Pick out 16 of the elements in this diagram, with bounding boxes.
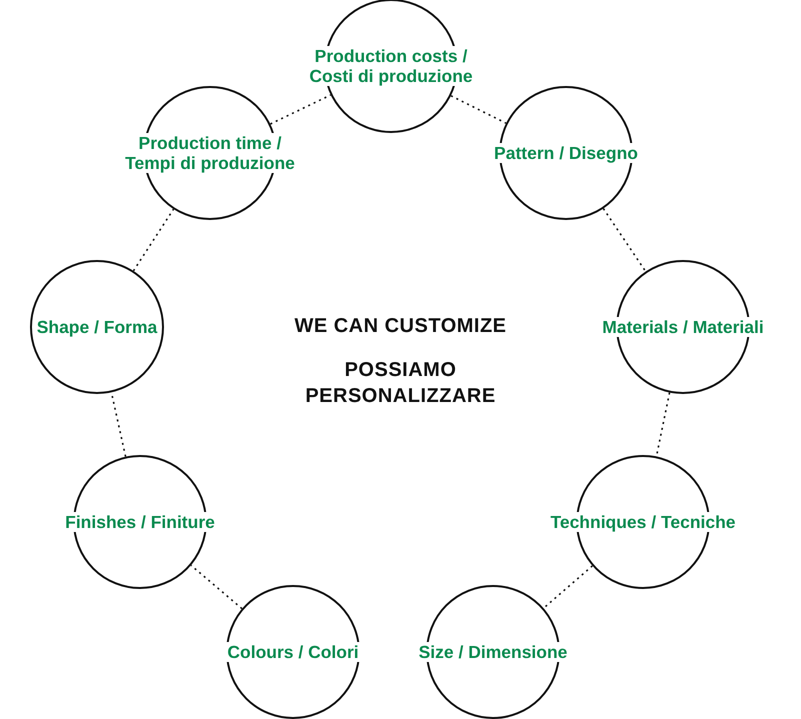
node-label: Pattern / Disegno [492,143,640,163]
node-label: Colours / Colori [225,642,361,662]
dotted-connector [132,208,174,272]
dotted-connector [270,94,331,125]
dotted-connector [450,95,506,124]
circle-node [226,585,360,719]
node-label: Techniques / Tecniche [548,512,738,532]
node-label: Finishes / Finiture [63,512,217,532]
dotted-connector [190,564,242,610]
node-label: Size / Dimensione [416,642,570,662]
node-label: Shape / Forma [34,317,160,337]
circle-node [30,260,164,394]
dotted-connector [543,565,593,609]
center-heading: WE CAN CUSTOMIZE [294,314,507,339]
center-heading: POSSIAMO PERSONALIZZARE [304,358,497,409]
dotted-connector [602,208,646,272]
